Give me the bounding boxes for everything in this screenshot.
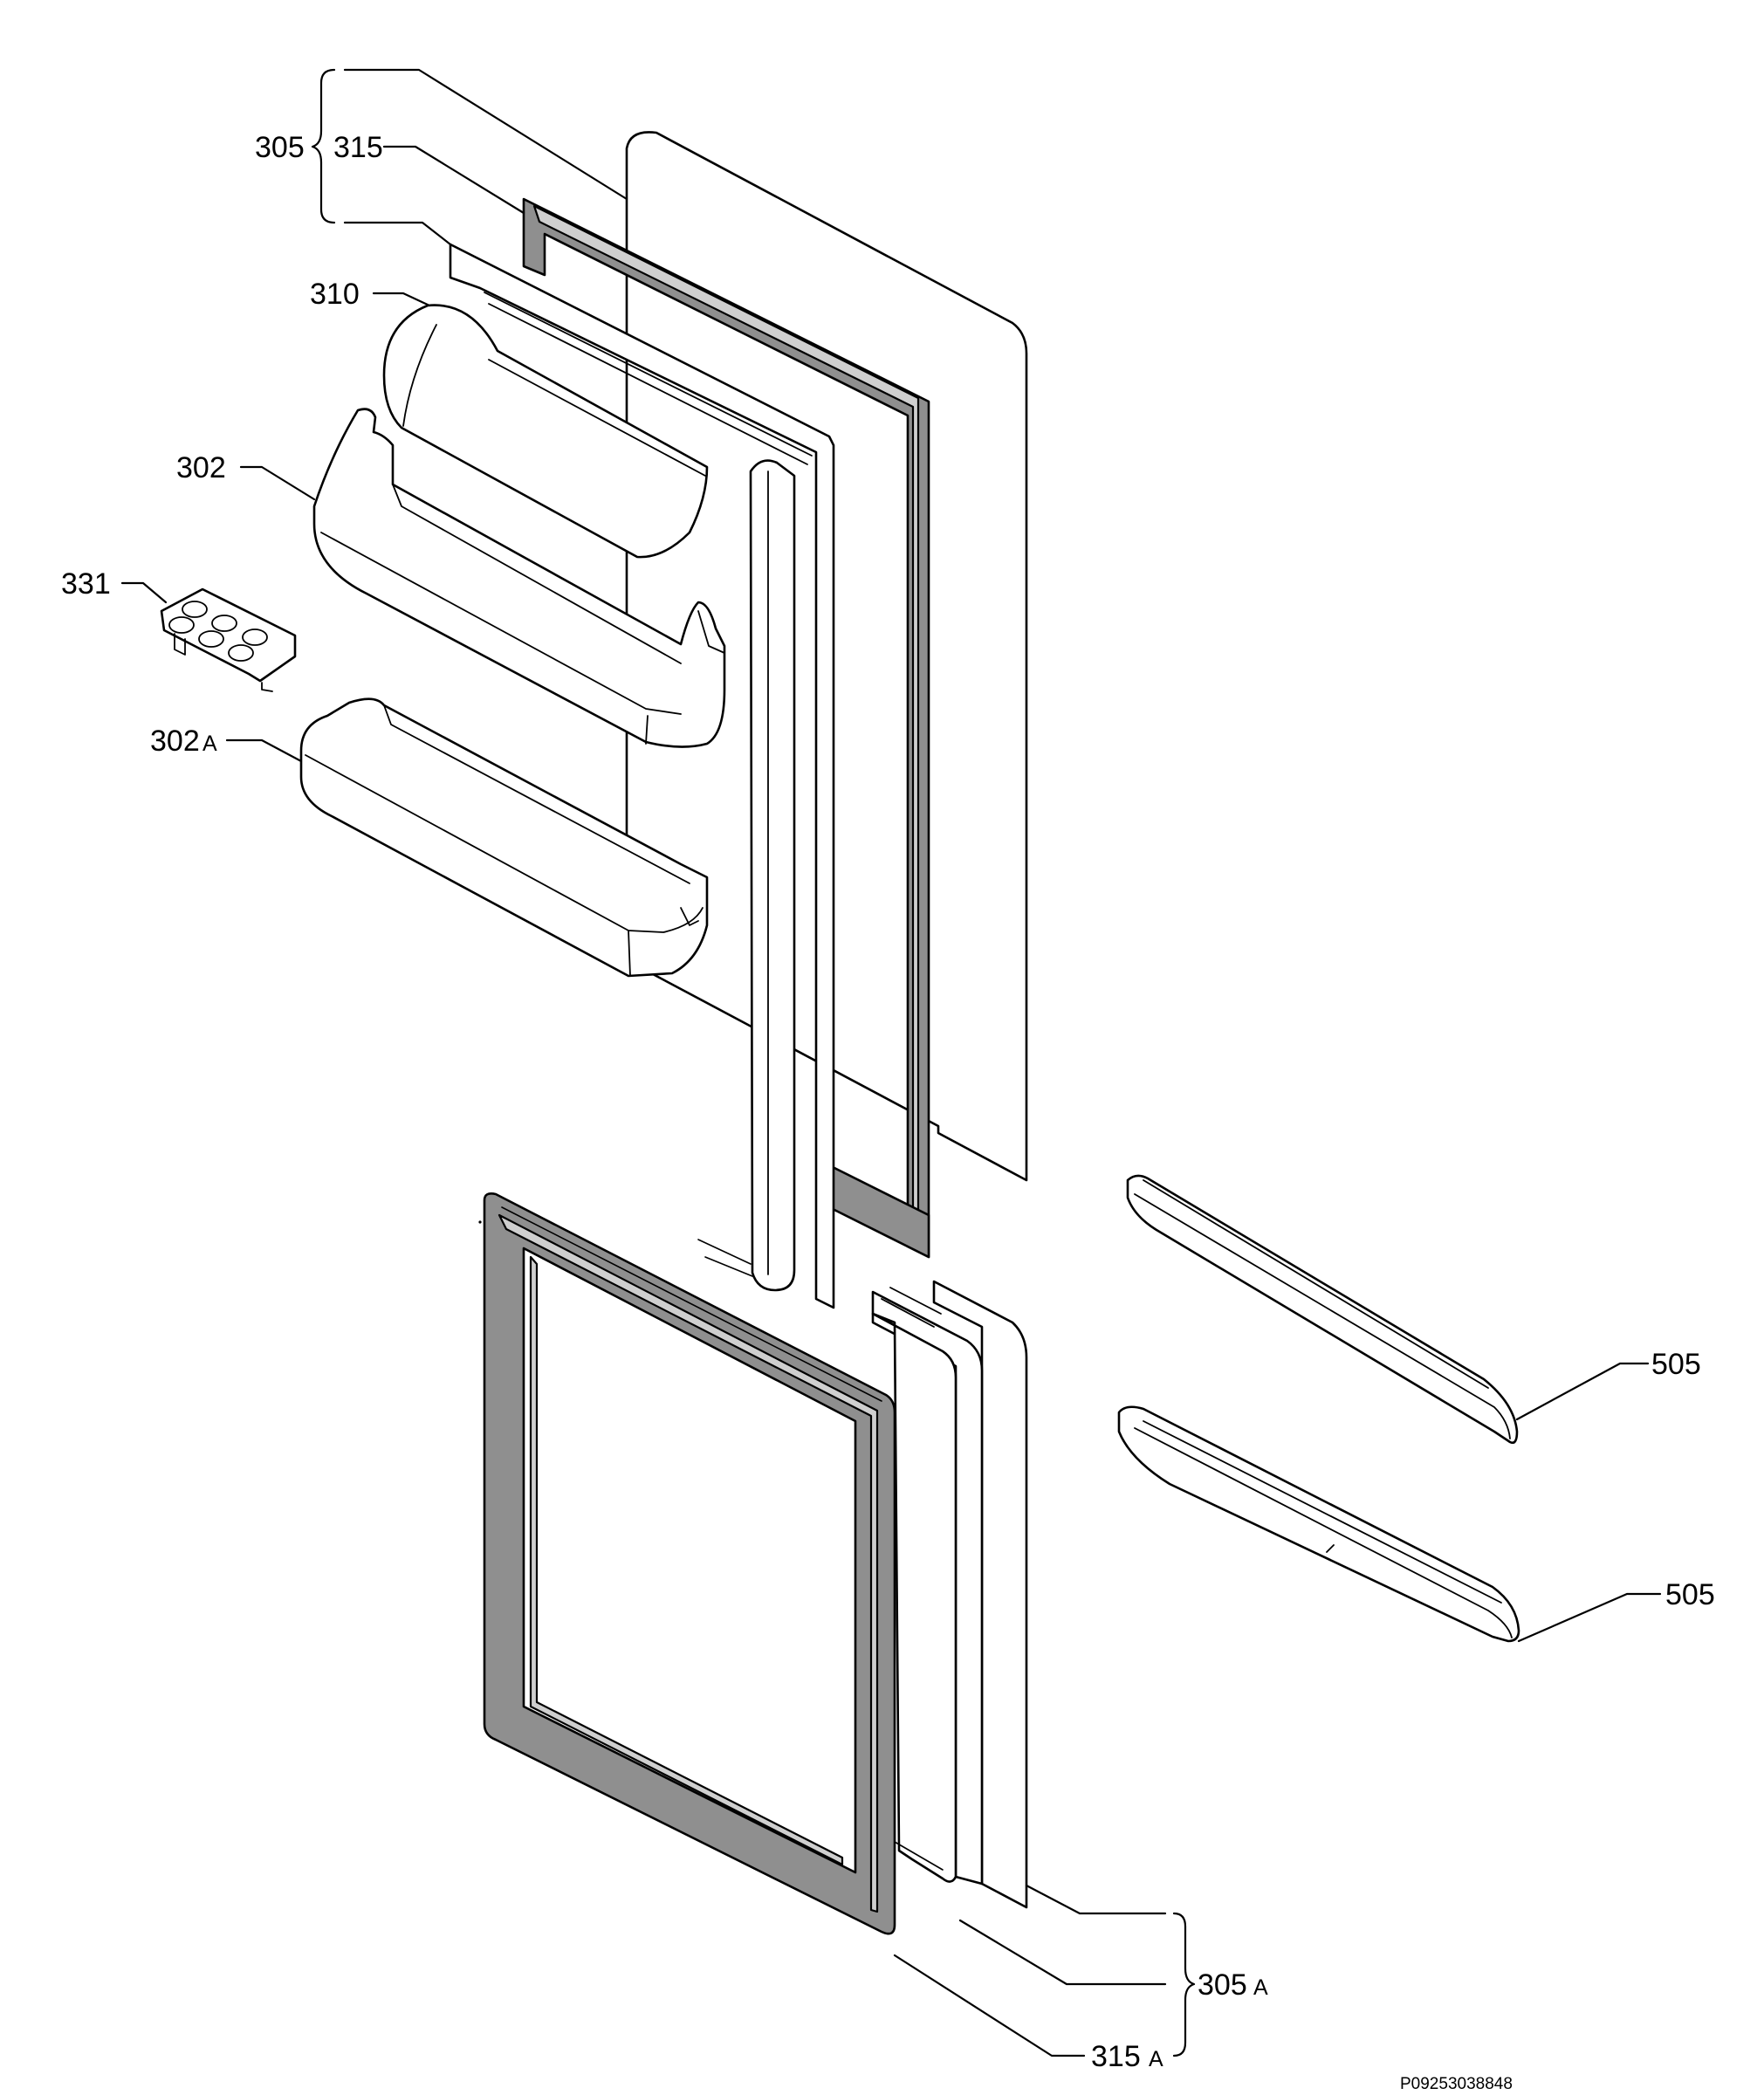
label-505-top: 505 <box>1651 1348 1701 1381</box>
label-315: 315 <box>333 131 383 164</box>
drawing-code: P09253038848 <box>1400 2075 1513 2093</box>
label-305a: 305 <box>1198 1968 1247 2002</box>
upper-door-liner <box>449 243 835 1309</box>
handle-top <box>1126 1174 1519 1445</box>
label-331: 331 <box>61 567 111 601</box>
lower-door-gasket <box>483 1192 896 1935</box>
label-305a-suffix: A <box>1253 1975 1268 2000</box>
label-315a-suffix: A <box>1149 2047 1163 2071</box>
bottle-shelf <box>299 697 709 978</box>
leader-lines <box>120 68 1662 2057</box>
upper-door-gasket <box>522 197 930 1259</box>
label-305: 305 <box>255 131 305 164</box>
label-302: 302 <box>176 451 226 484</box>
door-shelf <box>312 408 726 748</box>
handle-bottom <box>1117 1405 1520 1643</box>
egg-tray <box>160 587 297 692</box>
label-315a: 315 <box>1091 2040 1141 2073</box>
shelf-lid <box>382 304 709 559</box>
label-310: 310 <box>310 278 360 311</box>
label-302a: 302 <box>150 725 200 758</box>
lower-door-panel <box>871 1280 1028 1909</box>
label-505-bottom: 505 <box>1665 1578 1715 1611</box>
door-trim-strip <box>697 459 796 1292</box>
label-302a-suffix: A <box>202 732 217 756</box>
